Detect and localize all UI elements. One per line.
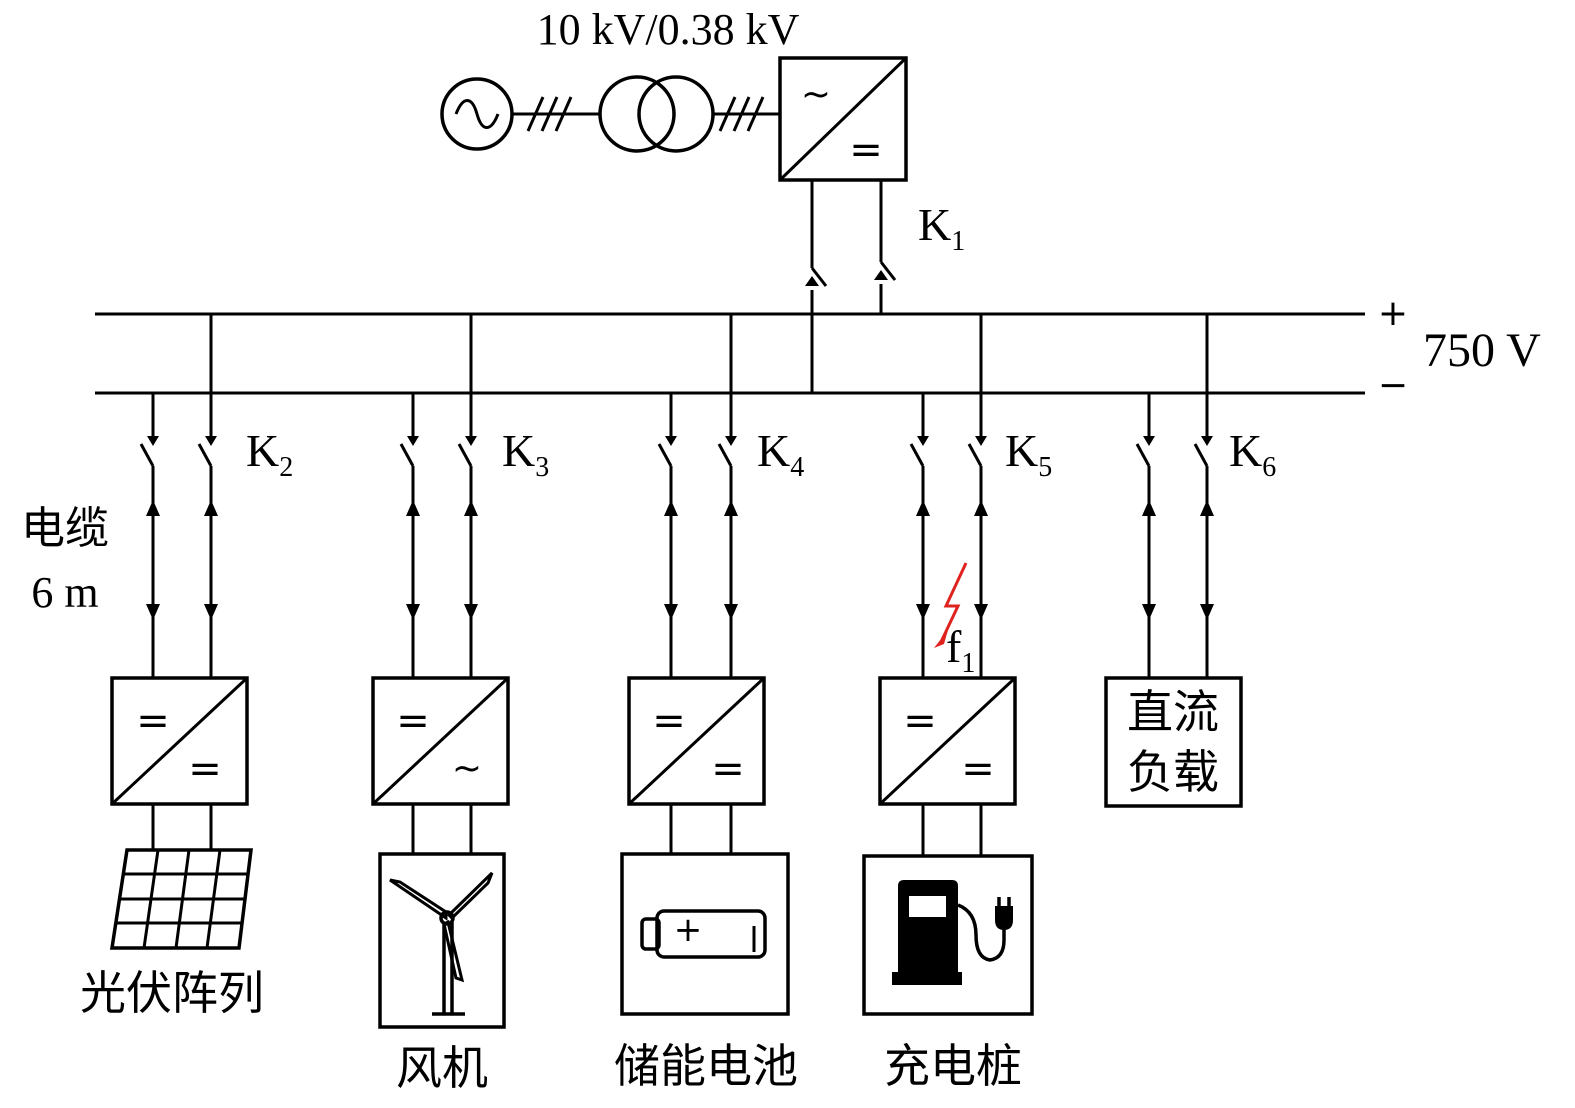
feeder-storage: K4 = = + 储能电池 bbox=[614, 314, 804, 1093]
charger-converter-top-symbol: = bbox=[903, 698, 937, 744]
ac-source-icon bbox=[440, 77, 514, 151]
k1-label: K1 bbox=[918, 199, 965, 257]
rectifier-dc-symbol: = bbox=[849, 127, 883, 173]
switch-label-k3: K3 bbox=[502, 425, 549, 483]
transformer-icon bbox=[598, 75, 715, 153]
switch-k1 bbox=[805, 180, 897, 393]
fault-label: f1 bbox=[946, 621, 975, 679]
switch-label-k2: K2 bbox=[246, 425, 293, 483]
storage-converter-bottom-symbol: = bbox=[711, 746, 745, 792]
wind-converter-bottom-symbol: ~ bbox=[452, 748, 482, 789]
dc-load-label-line2: 负载 bbox=[1127, 745, 1219, 799]
fault-lightning-icon bbox=[934, 562, 968, 648]
device-label-storage: 储能电池 bbox=[614, 1039, 798, 1093]
rectifier-ac-symbol: ~ bbox=[801, 74, 831, 115]
dc-load-label-line1: 直流 bbox=[1127, 685, 1219, 739]
device-label-wind: 风机 bbox=[396, 1041, 488, 1095]
charger-converter-bottom-symbol: = bbox=[961, 746, 995, 792]
battery-plus-sign: + bbox=[674, 910, 703, 950]
transformer-rating-label: 10 kV/0.38 kV bbox=[537, 5, 800, 54]
pv-converter-top-symbol: = bbox=[136, 698, 170, 744]
wind-turbine-icon bbox=[389, 871, 494, 1016]
cable-label-line2: 6 m bbox=[31, 568, 98, 617]
pv-converter-bottom-symbol: = bbox=[188, 746, 222, 792]
battery-icon: + bbox=[640, 909, 767, 959]
feeder-dc-load: K6 直流 负载 bbox=[1104, 314, 1276, 808]
feeder-charger: K5 f1 = = 充电桩 bbox=[862, 314, 1052, 1093]
three-phase-marks-left bbox=[526, 96, 573, 132]
cable-label-line1: 电缆 bbox=[21, 503, 109, 554]
switch-label-k6: K6 bbox=[1229, 425, 1276, 483]
wind-converter-top-symbol: = bbox=[396, 698, 430, 744]
switch-label-k5: K5 bbox=[1005, 425, 1052, 483]
three-phase-marks-right bbox=[718, 96, 765, 132]
bus-voltage-label: 750 V bbox=[1423, 324, 1541, 377]
solar-panel-icon bbox=[109, 848, 253, 950]
bus-negative-sign: − bbox=[1378, 365, 1408, 406]
device-label-charger: 充电桩 bbox=[884, 1039, 1022, 1093]
feeder-pv: K2 = = 光伏阵列 bbox=[80, 314, 293, 1020]
storage-converter-top-symbol: = bbox=[652, 698, 686, 744]
charging-station-icon bbox=[892, 880, 1013, 985]
feeder-wind: K3 = ~ 风机 bbox=[371, 314, 549, 1095]
bus-positive-sign: + bbox=[1378, 293, 1408, 334]
ac-dc-rectifier: ~ = bbox=[778, 56, 908, 182]
device-label-pv: 光伏阵列 bbox=[80, 966, 264, 1020]
switch-label-k4: K4 bbox=[757, 425, 804, 483]
